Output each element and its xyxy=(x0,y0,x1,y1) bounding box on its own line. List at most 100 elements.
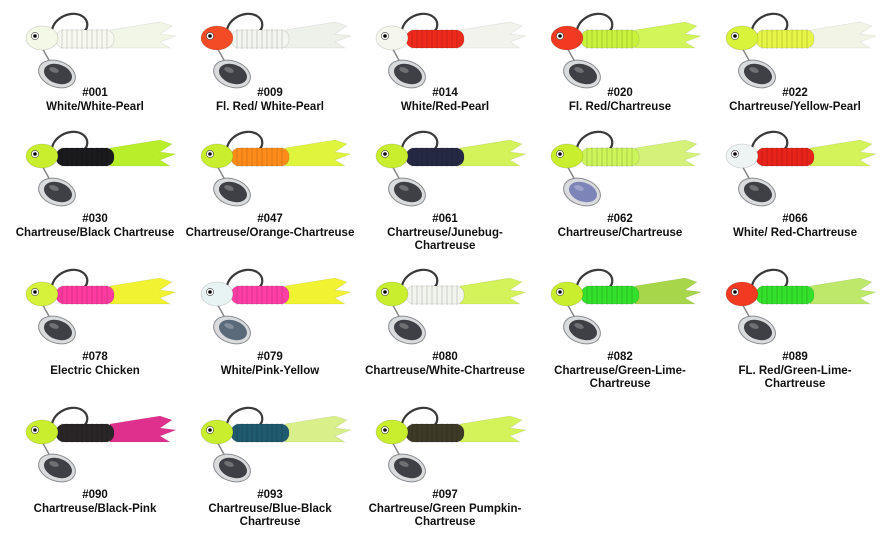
grub-body xyxy=(405,423,465,443)
grub-body xyxy=(755,29,815,49)
lure-image xyxy=(725,130,877,207)
lure-image xyxy=(375,268,527,345)
product-color-name: Fl. Red/Chartreuse xyxy=(568,100,672,113)
spinner-blade xyxy=(218,181,248,203)
product-color-name: Chartreuse/Orange-Chartreuse xyxy=(185,226,355,239)
jig-head xyxy=(200,419,234,445)
tail-skirt xyxy=(459,139,527,167)
jig-head xyxy=(25,281,59,307)
product-color-name: Chartreuse/Yellow-Pearl xyxy=(729,100,861,113)
lure-image xyxy=(550,268,702,345)
grub-body xyxy=(55,423,115,443)
lure-image xyxy=(725,12,877,89)
hook-icon xyxy=(400,12,439,36)
jig-head xyxy=(25,419,59,445)
grub-body xyxy=(755,147,815,167)
grub-body xyxy=(580,147,640,167)
pupil-icon xyxy=(733,290,737,294)
hook-icon xyxy=(750,12,789,36)
tail-skirt xyxy=(459,415,527,443)
pupil-icon xyxy=(383,290,387,294)
product-color-name: Chartreuse/Green Pumpkin-Chartreuse xyxy=(368,502,522,529)
tail-skirt xyxy=(284,139,352,167)
product-code: #030 xyxy=(82,213,108,225)
product-code: #066 xyxy=(782,213,808,225)
pupil-icon xyxy=(558,152,562,156)
lure-image xyxy=(200,406,352,483)
hook-icon xyxy=(750,268,789,292)
product-code: #022 xyxy=(782,87,808,99)
lure-image xyxy=(200,268,352,345)
pupil-icon xyxy=(33,428,37,432)
tail-skirt xyxy=(459,21,527,49)
product-code: #078 xyxy=(82,351,108,363)
pupil-icon xyxy=(558,34,562,38)
tail-skirt xyxy=(634,139,702,167)
product-code: #014 xyxy=(432,87,458,99)
hook-icon xyxy=(575,130,614,154)
lure-image xyxy=(25,406,177,483)
jig-head xyxy=(25,25,59,51)
product-color-name: FL. Red/Green-Lime-Chartreuse xyxy=(738,364,852,391)
jig-head xyxy=(550,281,584,307)
grub-body xyxy=(580,285,640,305)
grub-body xyxy=(580,29,640,49)
spinner-blade xyxy=(393,181,423,203)
grub-body xyxy=(55,285,115,305)
pupil-icon xyxy=(558,290,562,294)
lure-image xyxy=(375,406,527,483)
spinner-blade xyxy=(218,319,248,341)
product-code: #089 xyxy=(782,351,808,363)
spinner-blade xyxy=(218,63,248,85)
hook-icon xyxy=(50,406,89,430)
grub-body xyxy=(55,147,115,167)
tail-skirt xyxy=(284,21,352,49)
hook-icon xyxy=(225,268,264,292)
tail-skirt xyxy=(109,277,177,305)
hook-icon xyxy=(575,12,614,36)
tail-skirt xyxy=(634,277,702,305)
jig-head xyxy=(725,281,759,307)
product-code: #061 xyxy=(432,213,458,225)
product-color-name: Chartreuse/Black-Pink xyxy=(33,502,157,515)
jig-head xyxy=(550,143,584,169)
tail-skirt xyxy=(459,277,527,305)
product-color-name: White/Pink-Yellow xyxy=(220,364,320,377)
spinner-blade xyxy=(393,63,423,85)
jig-head xyxy=(25,143,59,169)
product-color-name: White/White-Pearl xyxy=(46,100,144,113)
jig-head xyxy=(375,419,409,445)
lure-image xyxy=(725,268,877,345)
grub-body xyxy=(230,147,290,167)
pupil-icon xyxy=(208,152,212,156)
jig-head xyxy=(200,143,234,169)
lure-image xyxy=(200,12,352,89)
pupil-icon xyxy=(383,428,387,432)
product-code: #001 xyxy=(82,87,108,99)
jig-head xyxy=(375,143,409,169)
spinner-blade xyxy=(743,319,773,341)
tail-skirt xyxy=(109,21,177,49)
